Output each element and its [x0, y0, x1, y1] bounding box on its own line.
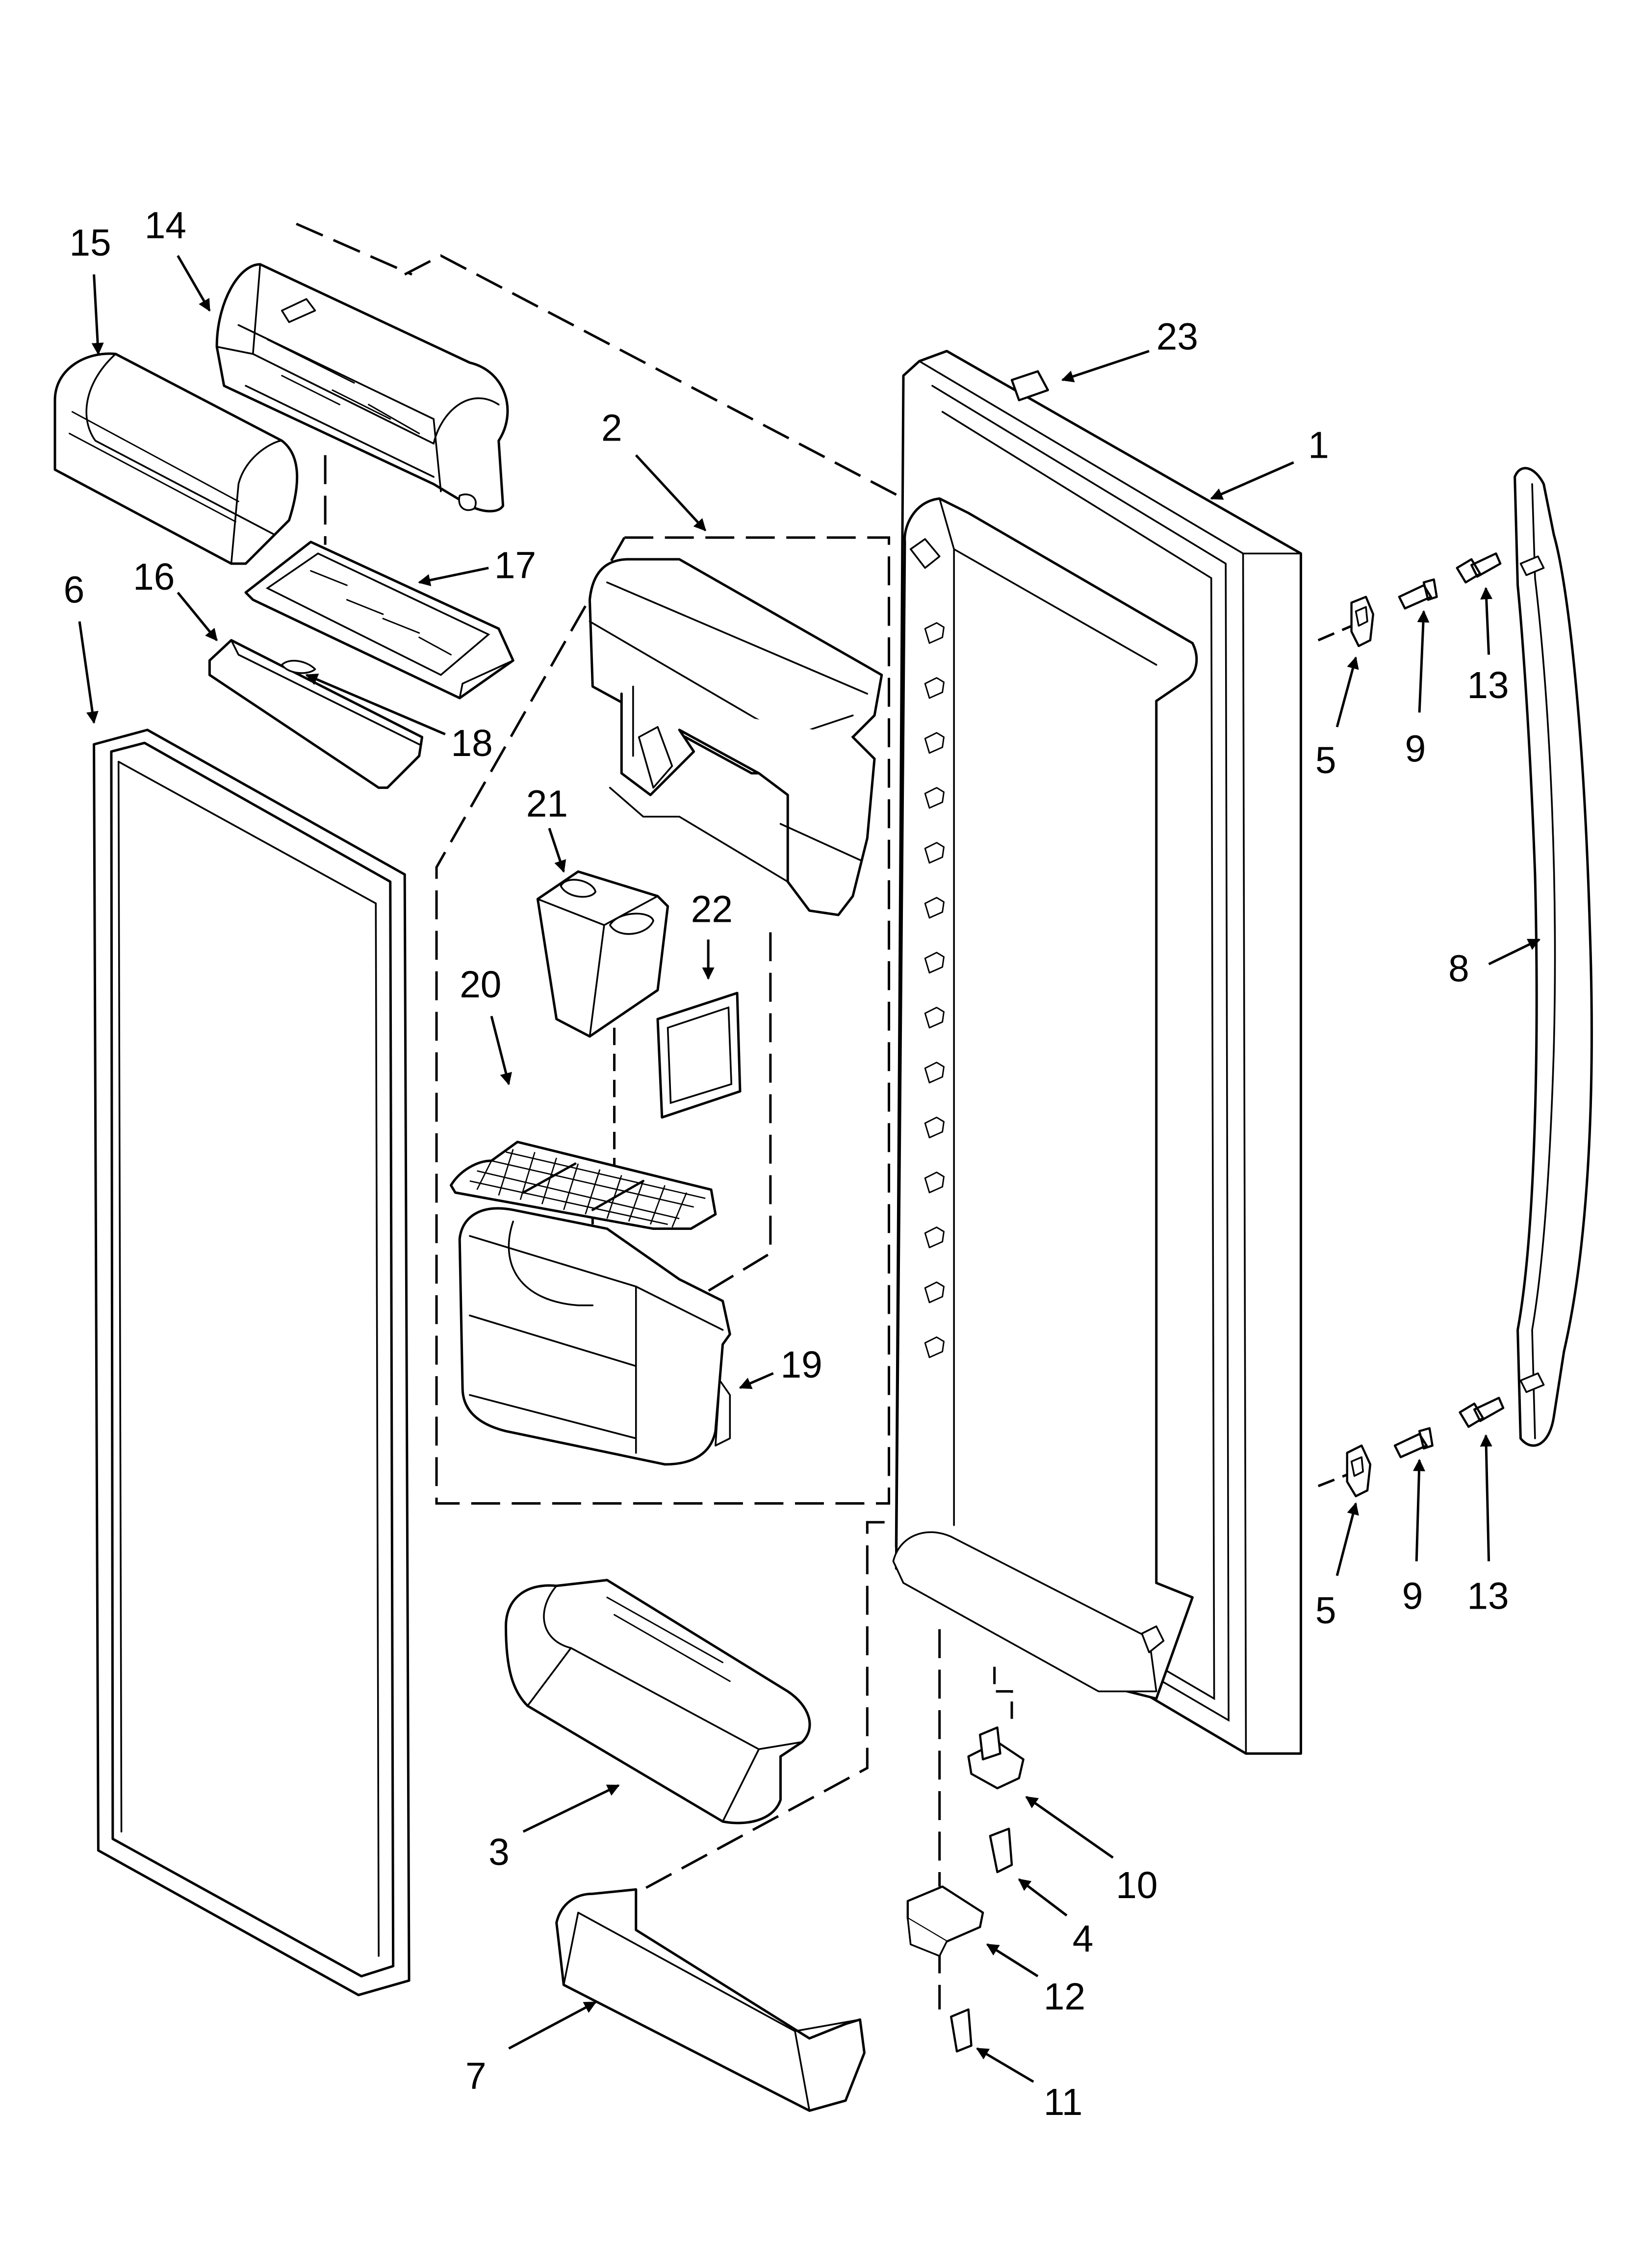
screw-top [1398, 578, 1438, 610]
door-rail [555, 1888, 866, 2112]
hinge-clip-top [1350, 596, 1375, 648]
dispenser-cup [536, 870, 669, 1038]
callout-15: 15 [69, 222, 111, 264]
hinge-bolt [950, 2008, 973, 2053]
shoulder-bolt-top [1456, 552, 1502, 584]
callout-21: 21 [526, 783, 568, 825]
ice-tray [244, 541, 514, 700]
dispenser-bin-frame [588, 558, 883, 916]
shoulder-bolt-bottom [1459, 1397, 1505, 1428]
callout-16: 16 [133, 556, 175, 598]
callout-9-bottom: 9 [1402, 1576, 1423, 1617]
door-bin [505, 1579, 811, 1825]
callout-11: 11 [1044, 2082, 1083, 2123]
callout-23: 23 [1156, 316, 1198, 358]
callout-1: 1 [1308, 425, 1329, 467]
refrigerator-door [892, 350, 1302, 1755]
callout-18: 18 [451, 723, 493, 764]
door-handle [1514, 467, 1593, 1447]
lower-hinge-plate [906, 1885, 984, 1957]
callout-20: 20 [460, 964, 501, 1006]
callout-7: 7 [465, 2056, 487, 2097]
callout-5-bottom: 5 [1315, 1590, 1336, 1632]
callout-3: 3 [488, 1831, 510, 1873]
filter-plate [656, 991, 742, 1119]
shelf-notch-column [924, 622, 945, 1358]
callout-6: 6 [64, 569, 85, 611]
callout-19: 19 [780, 1344, 822, 1386]
callout-2: 2 [601, 407, 622, 449]
screw-bottom [1393, 1427, 1434, 1459]
callout-12: 12 [1044, 1976, 1085, 2018]
callout-labels: 15 14 2 23 1 6 16 17 18 21 22 20 19 5 9 … [64, 205, 1509, 2123]
drip-grille [450, 1141, 717, 1230]
callout-8: 8 [1448, 948, 1469, 990]
callout-14: 14 [145, 205, 186, 247]
callout-22: 22 [691, 889, 733, 931]
callout-17: 17 [494, 545, 536, 586]
door-label [1010, 370, 1049, 402]
callout-4: 4 [1073, 1918, 1094, 1960]
door-gasket [93, 729, 410, 1997]
ice-dispenser-cover [53, 352, 299, 565]
callout-13-top: 13 [1467, 665, 1509, 706]
dispenser-trim-strip [208, 639, 424, 789]
drip-tray-bin [458, 1207, 731, 1466]
ice-dispenser-housing [215, 263, 509, 513]
hinge-screw [989, 1827, 1013, 1874]
callout-10: 10 [1116, 1865, 1157, 1906]
callout-5-top: 5 [1315, 740, 1336, 782]
callout-13-bottom: 13 [1467, 1576, 1509, 1617]
upper-hinge-bracket [967, 1726, 1025, 1790]
callout-9-top: 9 [1405, 729, 1426, 770]
callout-leaders [78, 255, 1541, 2083]
hinge-clip-bottom [1346, 1444, 1372, 1497]
